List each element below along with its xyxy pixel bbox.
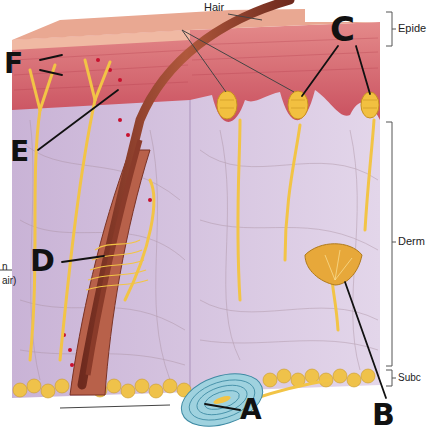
corpuscle-texture bbox=[220, 100, 377, 108]
hair-follicle bbox=[70, 150, 150, 395]
callout-letter: C bbox=[330, 12, 355, 46]
leader-line bbox=[38, 46, 386, 410]
dermal-fibres bbox=[20, 120, 378, 380]
follicle-nerve-endings bbox=[86, 240, 148, 290]
layer-label: Subc bbox=[398, 373, 421, 383]
hair-shaft bbox=[82, 0, 290, 385]
bulbous-corpuscle bbox=[305, 244, 362, 285]
tactile-corpuscle bbox=[217, 91, 379, 119]
callout-letter: E bbox=[10, 138, 29, 166]
skin-surface bbox=[12, 30, 190, 50]
layer-label: Epide bbox=[398, 23, 426, 34]
callout-letter: F bbox=[4, 50, 23, 78]
part-label: Hair bbox=[204, 2, 224, 13]
layer-label: Derm bbox=[398, 236, 425, 247]
callout-letter: B bbox=[372, 400, 395, 430]
nerve-fibres bbox=[30, 60, 374, 400]
lamellated-corpuscle bbox=[175, 364, 270, 434]
bulbous-corpuscle-branches bbox=[325, 250, 352, 280]
part-label: n bbox=[2, 262, 8, 272]
epidermis bbox=[12, 22, 380, 122]
callout-letter: A bbox=[240, 396, 262, 424]
part-label: air) bbox=[2, 276, 16, 286]
layer-bracket bbox=[386, 12, 396, 386]
callout-letter: D bbox=[30, 246, 55, 276]
leader-line bbox=[0, 14, 294, 408]
